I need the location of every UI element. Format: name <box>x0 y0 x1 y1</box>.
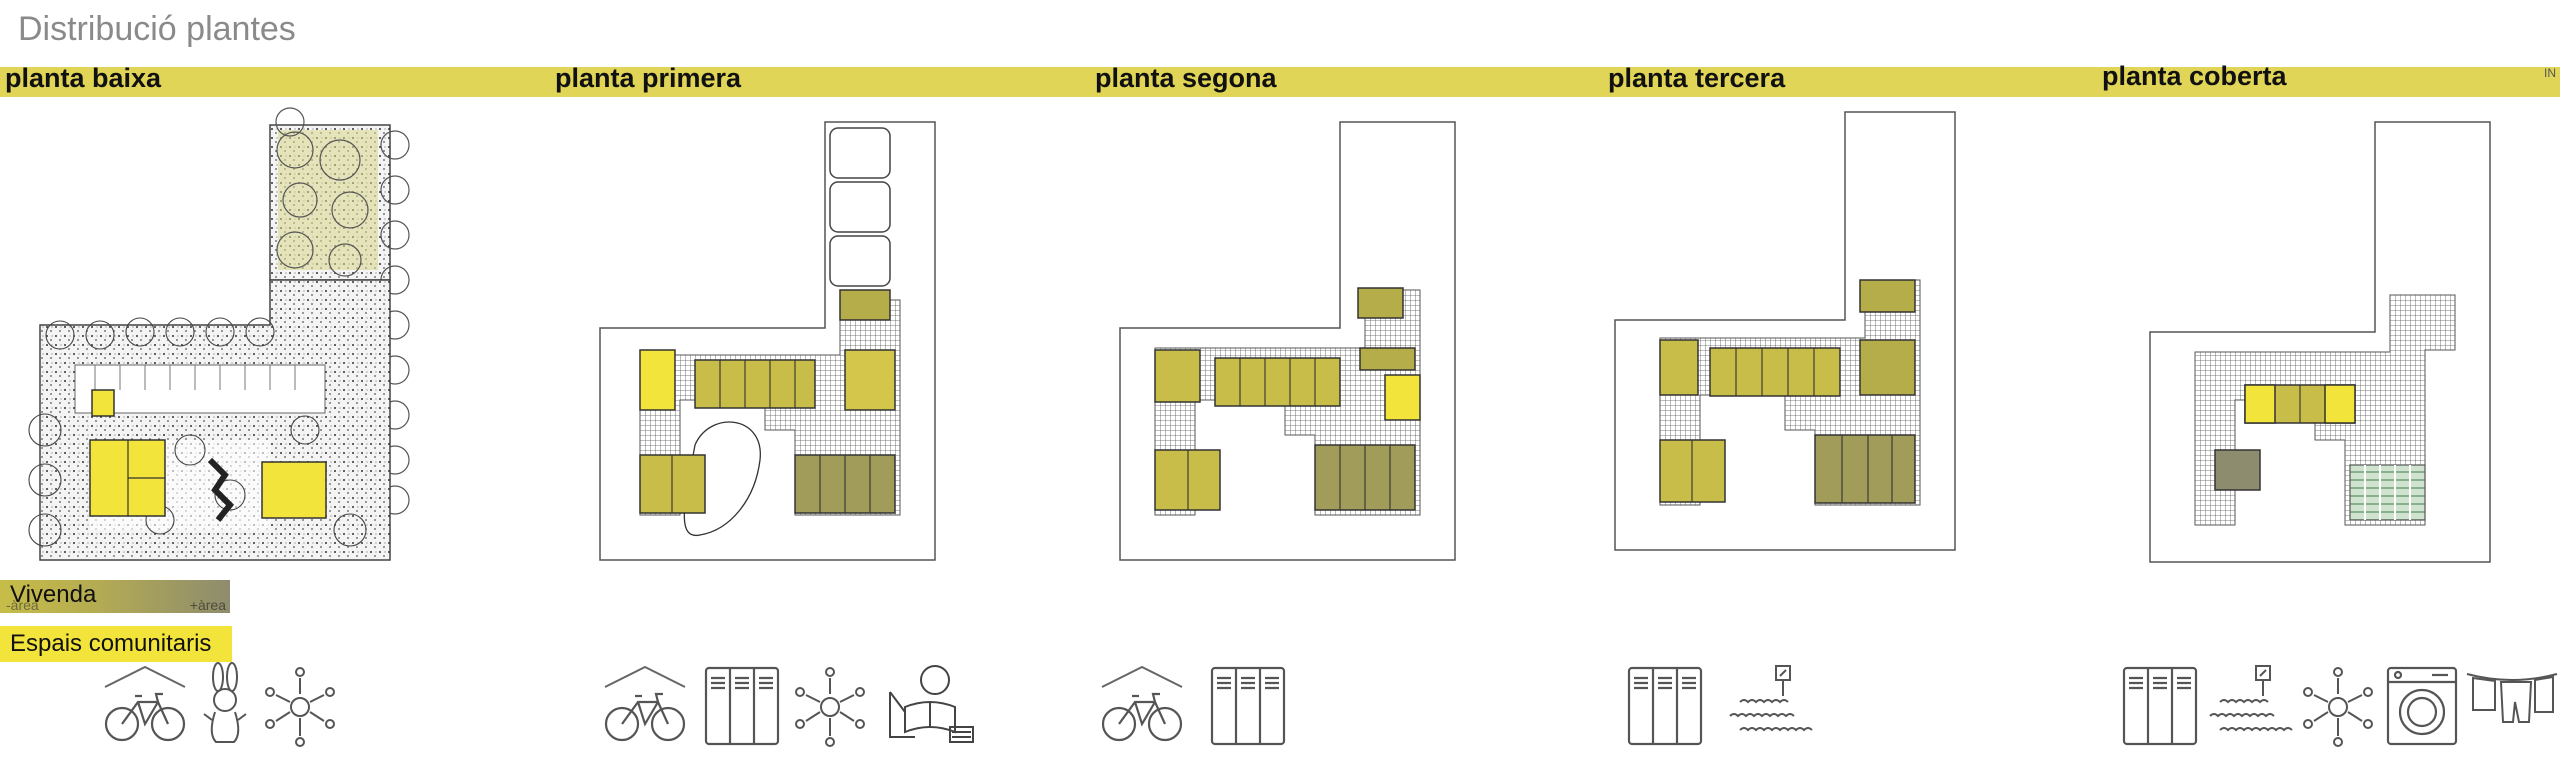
floor-label-ground: planta baixa <box>5 63 162 93</box>
bicycle-shelter-icon <box>1101 665 1183 742</box>
legend-communal: Espais comunitaris <box>0 626 232 662</box>
legend-communal-label: Espais comunitaris <box>10 630 212 657</box>
floor-label-third: planta tercera <box>1608 63 1786 93</box>
legend-area-high: +àrea <box>189 597 226 613</box>
floor-label-roof: planta coberta <box>2102 61 2287 91</box>
storage-lockers-icon <box>1627 666 1703 746</box>
page-title: Distribució plantes <box>18 10 296 48</box>
clothesline-icon <box>2466 673 2558 723</box>
legend-housing-label: Vivenda <box>10 581 97 608</box>
storage-lockers-icon <box>1210 666 1286 746</box>
icons-ground-floor <box>0 662 420 748</box>
icons-second-floor <box>1095 662 1515 748</box>
plan-ground-floor <box>28 107 410 561</box>
floor-label-first: planta primera <box>555 63 742 93</box>
plan-second-floor <box>1119 121 1456 561</box>
washing-machine-icon <box>2386 666 2458 746</box>
legend-housing: Vivenda -àrea +àrea <box>0 580 230 613</box>
community-gathering-icon <box>265 667 335 747</box>
floor-header-band <box>0 67 2560 97</box>
reading-child-icon <box>889 665 974 743</box>
storage-lockers-icon <box>704 666 780 746</box>
storage-lockers-icon <box>2122 666 2198 746</box>
icons-roof-floor <box>2120 662 2560 748</box>
icons-first-floor <box>590 662 1010 748</box>
icons-third-floor <box>1620 662 2040 748</box>
legend-area-low: -àrea <box>6 597 39 613</box>
garden-beds-icon <box>2209 665 2293 732</box>
corner-mark: IN <box>2544 66 2556 80</box>
floor-label-second: planta segona <box>1095 63 1277 93</box>
garden-beds-icon <box>1729 665 1813 732</box>
community-gathering-icon <box>2303 667 2373 747</box>
bicycle-shelter-icon <box>604 665 686 742</box>
bicycle-shelter-icon <box>104 665 186 742</box>
rabbit-toy-icon <box>203 662 247 743</box>
plan-third-floor <box>1614 111 1956 551</box>
community-gathering-icon <box>795 667 865 747</box>
plan-first-floor <box>599 121 936 561</box>
plan-roof-floor <box>2149 121 2491 563</box>
